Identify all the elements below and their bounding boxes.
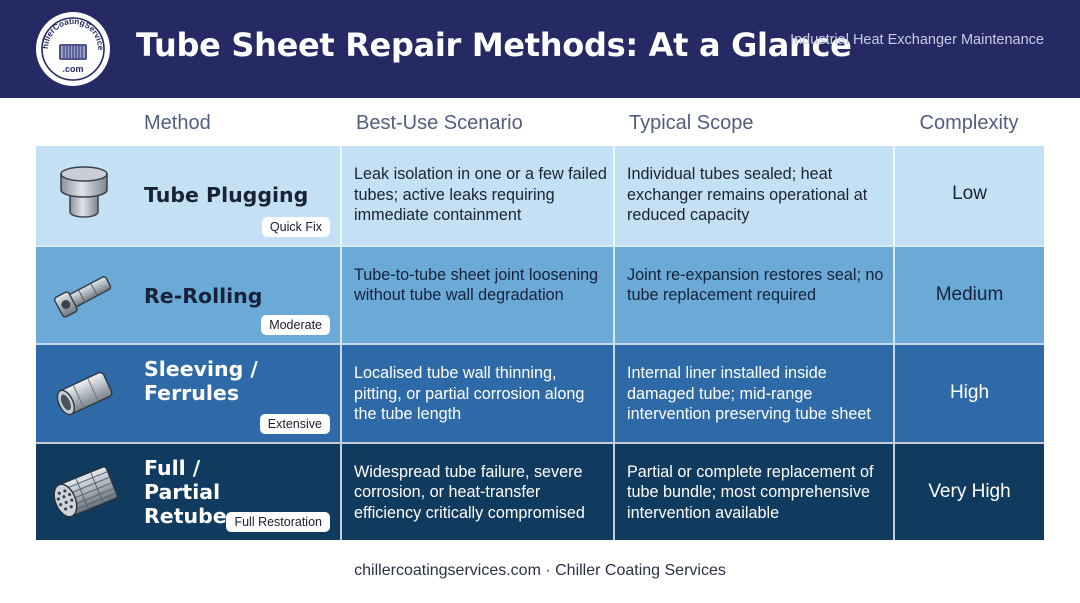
table-row: Sleeving / Ferrules Extensive Localised … [36,343,1044,442]
scenario-text: Localised tube wall thinning, pitting, o… [354,364,585,423]
tube-roller-icon [48,261,120,331]
method-name: Full / Partial Retube [144,455,227,528]
complexity-cell: Medium [893,244,1044,343]
scope-text: Partial or complete replacement of tube … [627,462,874,522]
page-title: Tube Sheet Repair Methods: At a Glance [136,26,852,64]
table-row: Tube Plugging Quick Fix Leak isolation i… [36,146,1044,245]
scope-text: Internal liner installed inside damaged … [627,364,871,423]
complexity-cell: Very High [893,441,1044,540]
page-subtitle: Industrial Heat Exchanger Maintenance [790,32,1044,48]
svg-text:.com: .com [62,64,83,74]
column-header-complexity: Complexity [919,112,1019,134]
scope-cell: Internal liner installed inside damaged … [613,343,893,442]
scenario-text: Leak isolation in one or a few failed tu… [354,165,607,224]
method-cell: Re-Rolling Moderate [36,244,340,344]
method-cell: Tube Plugging Quick Fix [36,146,340,245]
scenario-cell: Tube-to-tube sheet joint loosening witho… [340,244,613,343]
scope-text: Joint re-expansion restores seal; no tub… [627,265,884,305]
scenario-text: Widespread tube failure, severe corrosio… [354,462,585,522]
repair-methods-table: Tube Plugging Quick Fix Leak isolation i… [36,146,1044,540]
effort-badge: Extensive [259,413,330,434]
scope-cell: Partial or complete replacement of tube … [613,441,893,540]
tube-plug-icon [48,160,120,230]
table-row: Re-Rolling Moderate Tube-to-tube sheet j… [36,244,1044,344]
method-name: Re-Rolling [144,283,263,308]
effort-badge: Moderate [261,315,330,335]
complexity-cell: High [893,343,1044,442]
column-header-method: Method [144,112,211,134]
scenario-cell: Widespread tube failure, severe corrosio… [340,441,613,540]
method-name: Sleeving / Ferrules [144,357,258,405]
scope-text: Individual tubes sealed; heat exchanger … [627,165,868,224]
scenario-text: Tube-to-tube sheet joint loosening witho… [354,265,599,305]
scope-cell: Joint re-expansion restores seal; no tub… [613,244,893,343]
column-header-scenario: Best-Use Scenario [356,112,523,134]
complexity-value: Medium [935,283,1004,305]
table-row: Full / Partial Retube Full Restoration W… [36,441,1044,541]
footer-credit: chillercoatingservices.com · Chiller Coa… [354,562,726,579]
method-cell: Full / Partial Retube Full Restoration [36,441,340,541]
tube-sleeve-icon [48,359,120,429]
complexity-value: High [949,382,990,403]
scope-cell: Individual tubes sealed; heat exchanger … [613,146,893,245]
complexity-value: Very High [928,480,1011,502]
effort-badge: Quick Fix [261,216,330,237]
scenario-cell: Localised tube wall thinning, pitting, o… [340,343,613,442]
complexity-value: Low [952,183,987,204]
method-cell: Sleeving / Ferrules Extensive [36,343,340,442]
scenario-cell: Leak isolation in one or a few failed tu… [340,146,613,245]
complexity-cell: Low [893,146,1044,245]
effort-badge: Full Restoration [226,512,330,532]
column-header-scope: Typical Scope [629,112,754,134]
tube-bundle-icon [48,458,120,528]
method-name: Tube Plugging [144,183,309,207]
